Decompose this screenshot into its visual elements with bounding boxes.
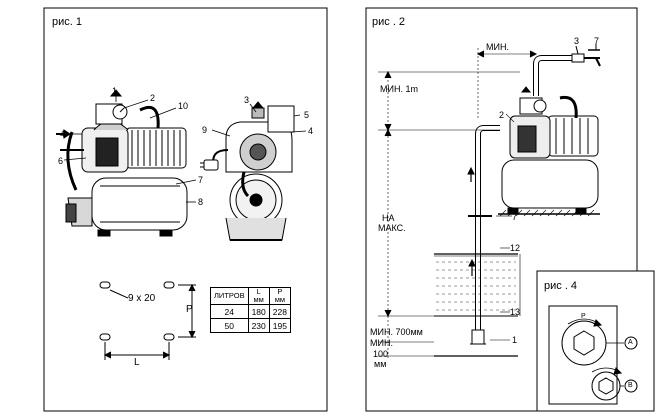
marker-b: B [628,382,633,389]
callout-10: 10 [178,101,189,111]
callout-6: 6 [58,156,64,166]
fig2-title: рис . 2 [372,16,406,28]
marker-a: A [628,339,633,346]
callout-5: 5 [304,110,310,120]
installation-diagram [378,44,601,358]
label-min-1m: МИН. 1m [380,84,418,94]
mounting-holes-diagram [99,281,196,360]
label-mm: мм [374,359,387,369]
dim-l-label: L [134,357,140,368]
table-row: 24 180 228 [210,304,291,319]
label-na: НА [382,213,395,223]
fig1-frame [43,7,328,412]
callout-1: 1 [112,86,118,96]
fig2-callout-1: 1 [512,335,518,345]
fig2-callout-13: 13 [510,307,521,317]
callout-4b: 4 [308,126,314,136]
label-maks: МАКС. [378,223,406,233]
pump-side-view [56,89,188,237]
table-row: 50 230 195 [210,318,291,333]
label-min-700: МИН. 700мм [370,327,423,337]
label-min-top: МИН. [486,42,509,52]
pump-front-view [200,101,295,241]
callout-9: 9 [202,125,208,135]
fig4-title: рис . 4 [544,280,578,292]
adjustment-screws-diagram [548,305,638,405]
callout-4: 4 [60,129,66,139]
callout-3: 3 [244,95,250,105]
mount-holes-label: 9 x 20 [128,293,156,304]
callout-8: 8 [198,197,204,207]
fig2-callout-12: 12 [510,243,521,253]
fig2-frame [365,7,638,412]
dim-p-label: P [186,304,193,315]
fig2-callout-7-top: 7 [594,36,600,46]
callout-2: 2 [150,93,156,103]
gauge-p-label: P [581,313,586,320]
col-header-liters: ЛИТРОВ [210,287,249,305]
fig1-leaders [63,95,307,203]
fig2-callout-3: 3 [574,36,580,46]
label-100: 100 [373,349,389,359]
fig1-title: рис. 1 [52,16,82,28]
fig2-callout-2: 2 [499,110,505,120]
fig2-callout-7: 7 [512,212,518,222]
label-min-bottom: МИН. [370,338,393,348]
callout-7: 7 [198,175,204,185]
